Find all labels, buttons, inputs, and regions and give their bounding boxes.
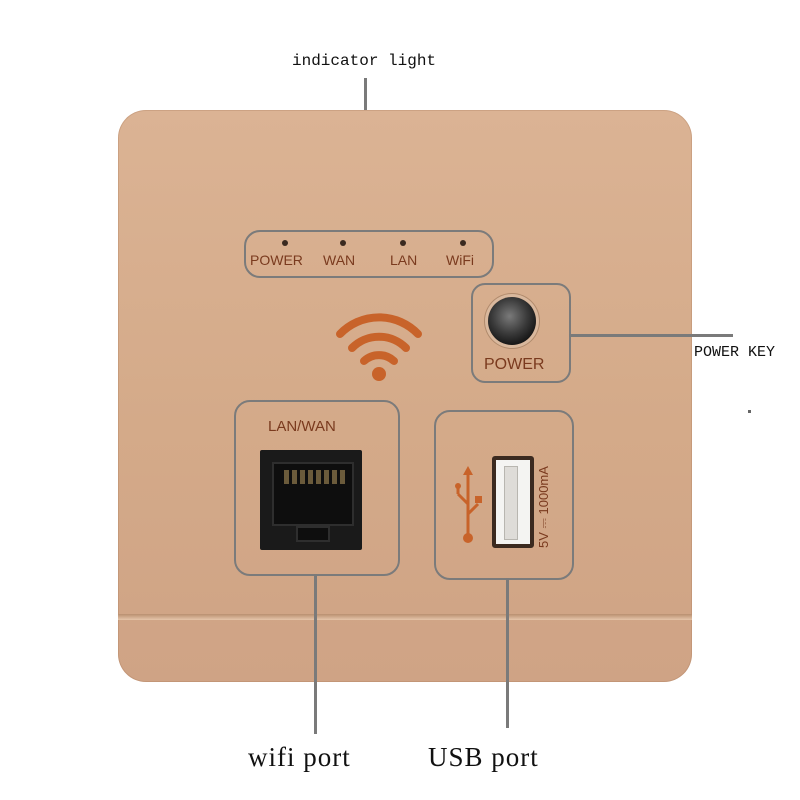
wifi-led	[460, 240, 466, 246]
usb-port-leader-line	[506, 578, 509, 728]
lan-led-label: LAN	[390, 252, 418, 268]
wifi-port-callout: wifi port	[248, 742, 351, 772]
pin	[284, 470, 289, 484]
lan-wan-label: LAN/WAN	[268, 418, 336, 435]
power-key-leader-line	[569, 334, 733, 337]
pin	[324, 470, 329, 484]
indicator-light-frame	[244, 230, 494, 278]
usb-spec-label: 5V ⎓ 1000mA	[536, 466, 551, 548]
wifi-icon	[336, 313, 422, 381]
rj45-opening	[272, 462, 354, 526]
wifi-port-leader-line	[314, 574, 317, 734]
rj45-port[interactable]	[260, 450, 362, 550]
wan-led	[340, 240, 346, 246]
pin	[316, 470, 321, 484]
wifi-port-frame	[234, 400, 400, 576]
lan-led	[400, 240, 406, 246]
power-key-callout: POWER KEY	[694, 344, 776, 361]
power-led	[282, 240, 288, 246]
pin	[332, 470, 337, 484]
usb-tongue	[504, 466, 518, 540]
wifi-led-label: WiFi	[446, 252, 474, 268]
usb-port-frame	[434, 410, 574, 580]
usb-port[interactable]	[492, 456, 534, 548]
pin	[340, 470, 345, 484]
indicator-light-callout: indicator light	[292, 52, 437, 70]
wan-led-label: WAN	[323, 252, 356, 268]
plate-groove	[118, 614, 692, 620]
rj45-latch-slot	[296, 526, 330, 542]
speck	[748, 410, 751, 413]
pin	[308, 470, 313, 484]
power-button[interactable]	[488, 297, 536, 345]
rj45-pins	[284, 470, 345, 484]
power-key-frame	[471, 283, 571, 383]
power-button-label: POWER	[484, 356, 545, 373]
pin	[300, 470, 305, 484]
usb-port-callout: USB port	[428, 742, 539, 772]
wall-socket-plate	[118, 110, 692, 682]
usb-icon	[455, 466, 482, 543]
power-led-label: POWER	[250, 252, 303, 268]
pin	[292, 470, 297, 484]
